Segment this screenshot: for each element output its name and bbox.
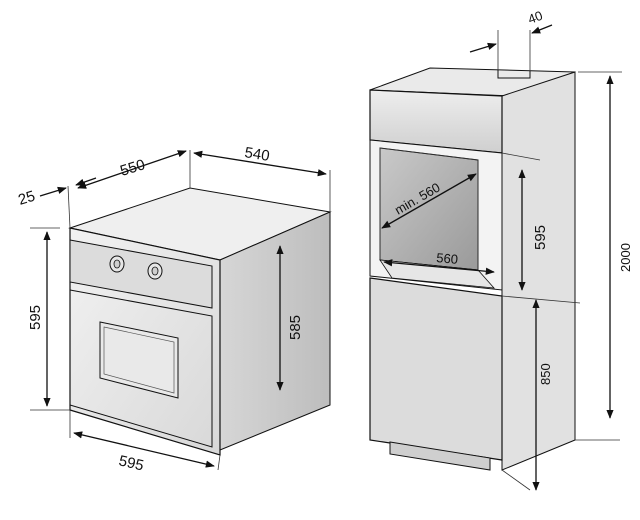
- dim-line-550: [77, 150, 187, 189]
- dim-line-25: [39, 186, 67, 197]
- dim-line-40: [469, 42, 497, 53]
- cabinet-dim-850: 850: [538, 363, 553, 385]
- oven-window-inner: [103, 326, 175, 394]
- cabinet-side: [501, 71, 576, 471]
- cabinet-dim-595: 595: [532, 225, 549, 250]
- cabinet-dim-2000: 2000: [618, 243, 633, 272]
- dim-line-540: [193, 150, 327, 177]
- cabinet-lower-door: [369, 277, 503, 461]
- dim-line-595-width: [73, 431, 215, 468]
- dim-line-560: [383, 259, 495, 275]
- oven-window: [99, 321, 179, 399]
- cabinet-drawing: [369, 24, 622, 491]
- knob-left-icon: [109, 255, 125, 273]
- oven-dim-540: 540: [243, 144, 270, 165]
- oven-drawing: [30, 150, 332, 471]
- cabinet-dim-560: 560: [436, 250, 459, 267]
- oven-dim-595-width: 595: [117, 452, 145, 474]
- oven-dim-595-height: 595: [27, 305, 44, 330]
- dim-line-min-560: [381, 173, 477, 229]
- knob-right-icon: [147, 262, 163, 280]
- oven-control-strip: [69, 239, 213, 309]
- oven-dim-25: 25: [16, 188, 37, 209]
- cabinet-dim-40: 40: [526, 8, 545, 27]
- oven-dim-585: 585: [287, 315, 304, 340]
- cabinet-plinth: [389, 441, 491, 471]
- oven-dim-550: 550: [118, 156, 147, 180]
